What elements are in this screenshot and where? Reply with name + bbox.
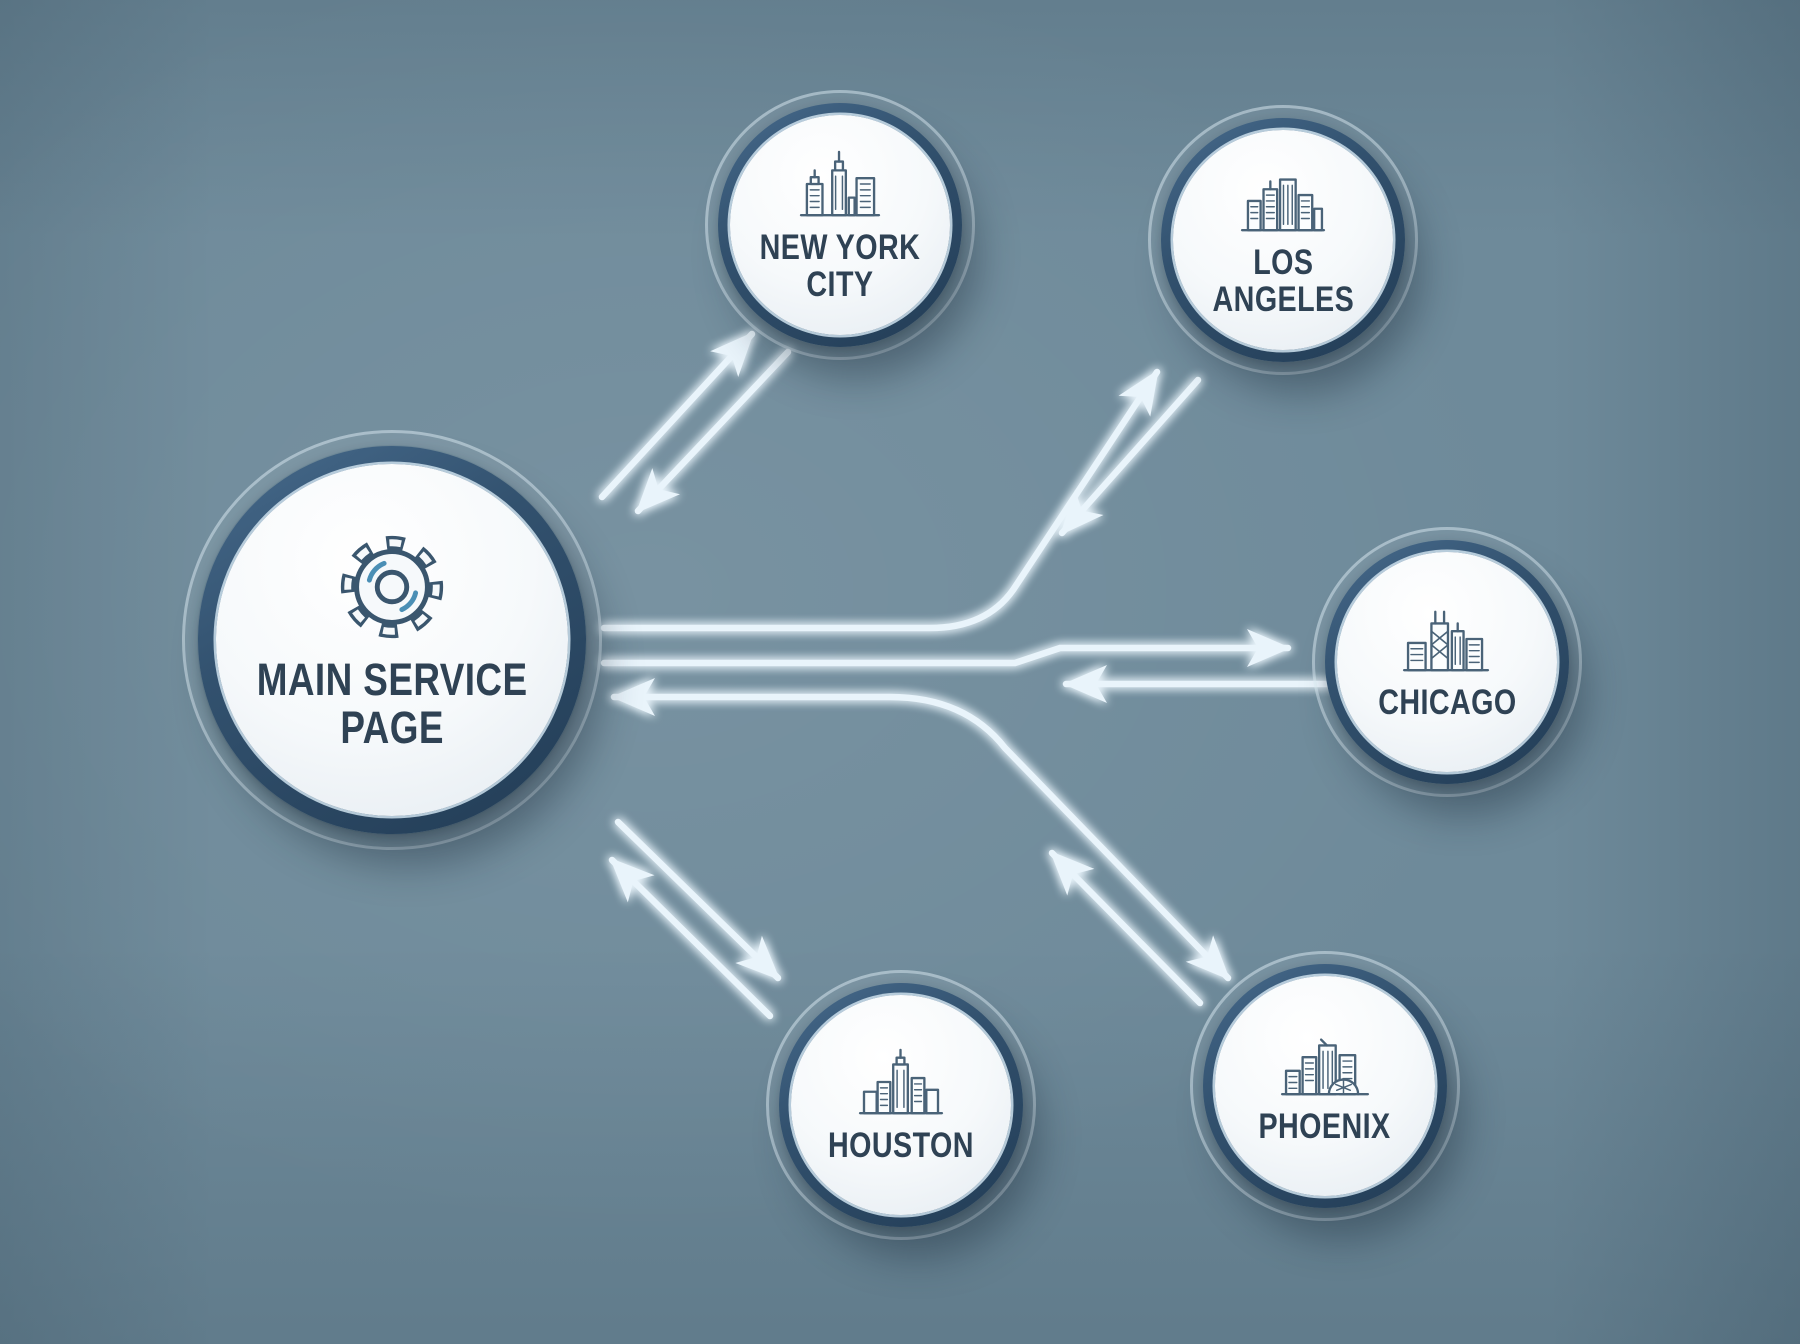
node-houston: HOUSTON [766, 970, 1036, 1240]
chicago-node-face: CHICAGO [1337, 552, 1557, 772]
chicago-node-label: CHICAGO [1377, 683, 1517, 723]
houston-skyline-icon [858, 1048, 944, 1115]
phoenix-outer-ring [1190, 951, 1460, 1221]
la-node-label: LOS ANGELES [1212, 242, 1354, 319]
arrow-la-to-main [1058, 376, 1202, 537]
la-label-line1: LOS [1252, 242, 1314, 282]
arrow-nyc-to-main [634, 348, 792, 515]
node-new-york-city: NEW YORK CITY [705, 90, 975, 360]
la-skyline-icon [1240, 177, 1326, 231]
phoenix-label-line1: PHOENIX [1258, 1107, 1392, 1147]
houston-node-face: HOUSTON [791, 995, 1011, 1215]
arrow-main-to-chicago [600, 629, 1292, 667]
chicago-outer-ring [1312, 527, 1582, 797]
node-phoenix: PHOENIX [1190, 951, 1460, 1221]
nyc-node-label: NEW YORK CITY [759, 227, 921, 304]
la-label-line2: ANGELES [1212, 280, 1354, 319]
main-label-line1: MAIN SERVICE [256, 653, 528, 705]
arrow-houston-to-main [608, 856, 774, 1020]
nyc-skyline-icon [799, 150, 881, 216]
node-los-angeles: LOS ANGELES [1148, 105, 1418, 375]
arrow-main-to-houston [614, 818, 782, 982]
arrow-main-to-nyc [598, 330, 756, 501]
node-main-service-page: MAIN SERVICE PAGE [182, 430, 602, 850]
nyc-node-face: NEW YORK CITY [730, 115, 950, 335]
nyc-outer-ring [705, 90, 975, 360]
nyc-label-line1: NEW YORK [759, 227, 921, 267]
arrow-main-to-la [600, 368, 1161, 632]
chicago-label-line1: CHICAGO [1377, 683, 1517, 723]
houston-node-label: HOUSTON [828, 1126, 974, 1166]
main-node-label: MAIN SERVICE PAGE [256, 653, 528, 753]
main-node-face: MAIN SERVICE PAGE [216, 464, 568, 816]
gear-icon [340, 535, 444, 638]
arrow-phoenix-to-main [1048, 849, 1204, 1007]
node-chicago: CHICAGO [1312, 527, 1582, 797]
phoenix-node-label: PHOENIX [1258, 1107, 1392, 1147]
phoenix-skyline-icon [1280, 1038, 1370, 1096]
houston-label-line1: HOUSTON [828, 1126, 974, 1166]
chicago-skyline-icon [1402, 610, 1490, 672]
la-outer-ring [1148, 105, 1418, 375]
la-node-face: LOS ANGELES [1173, 130, 1393, 350]
arrow-main-phoenix-trunk [610, 678, 1232, 982]
main-label-line2: PAGE [340, 702, 444, 753]
main-outer-ring [182, 430, 602, 850]
phoenix-node-face: PHOENIX [1215, 976, 1435, 1196]
nyc-label-line2: CITY [806, 265, 874, 304]
